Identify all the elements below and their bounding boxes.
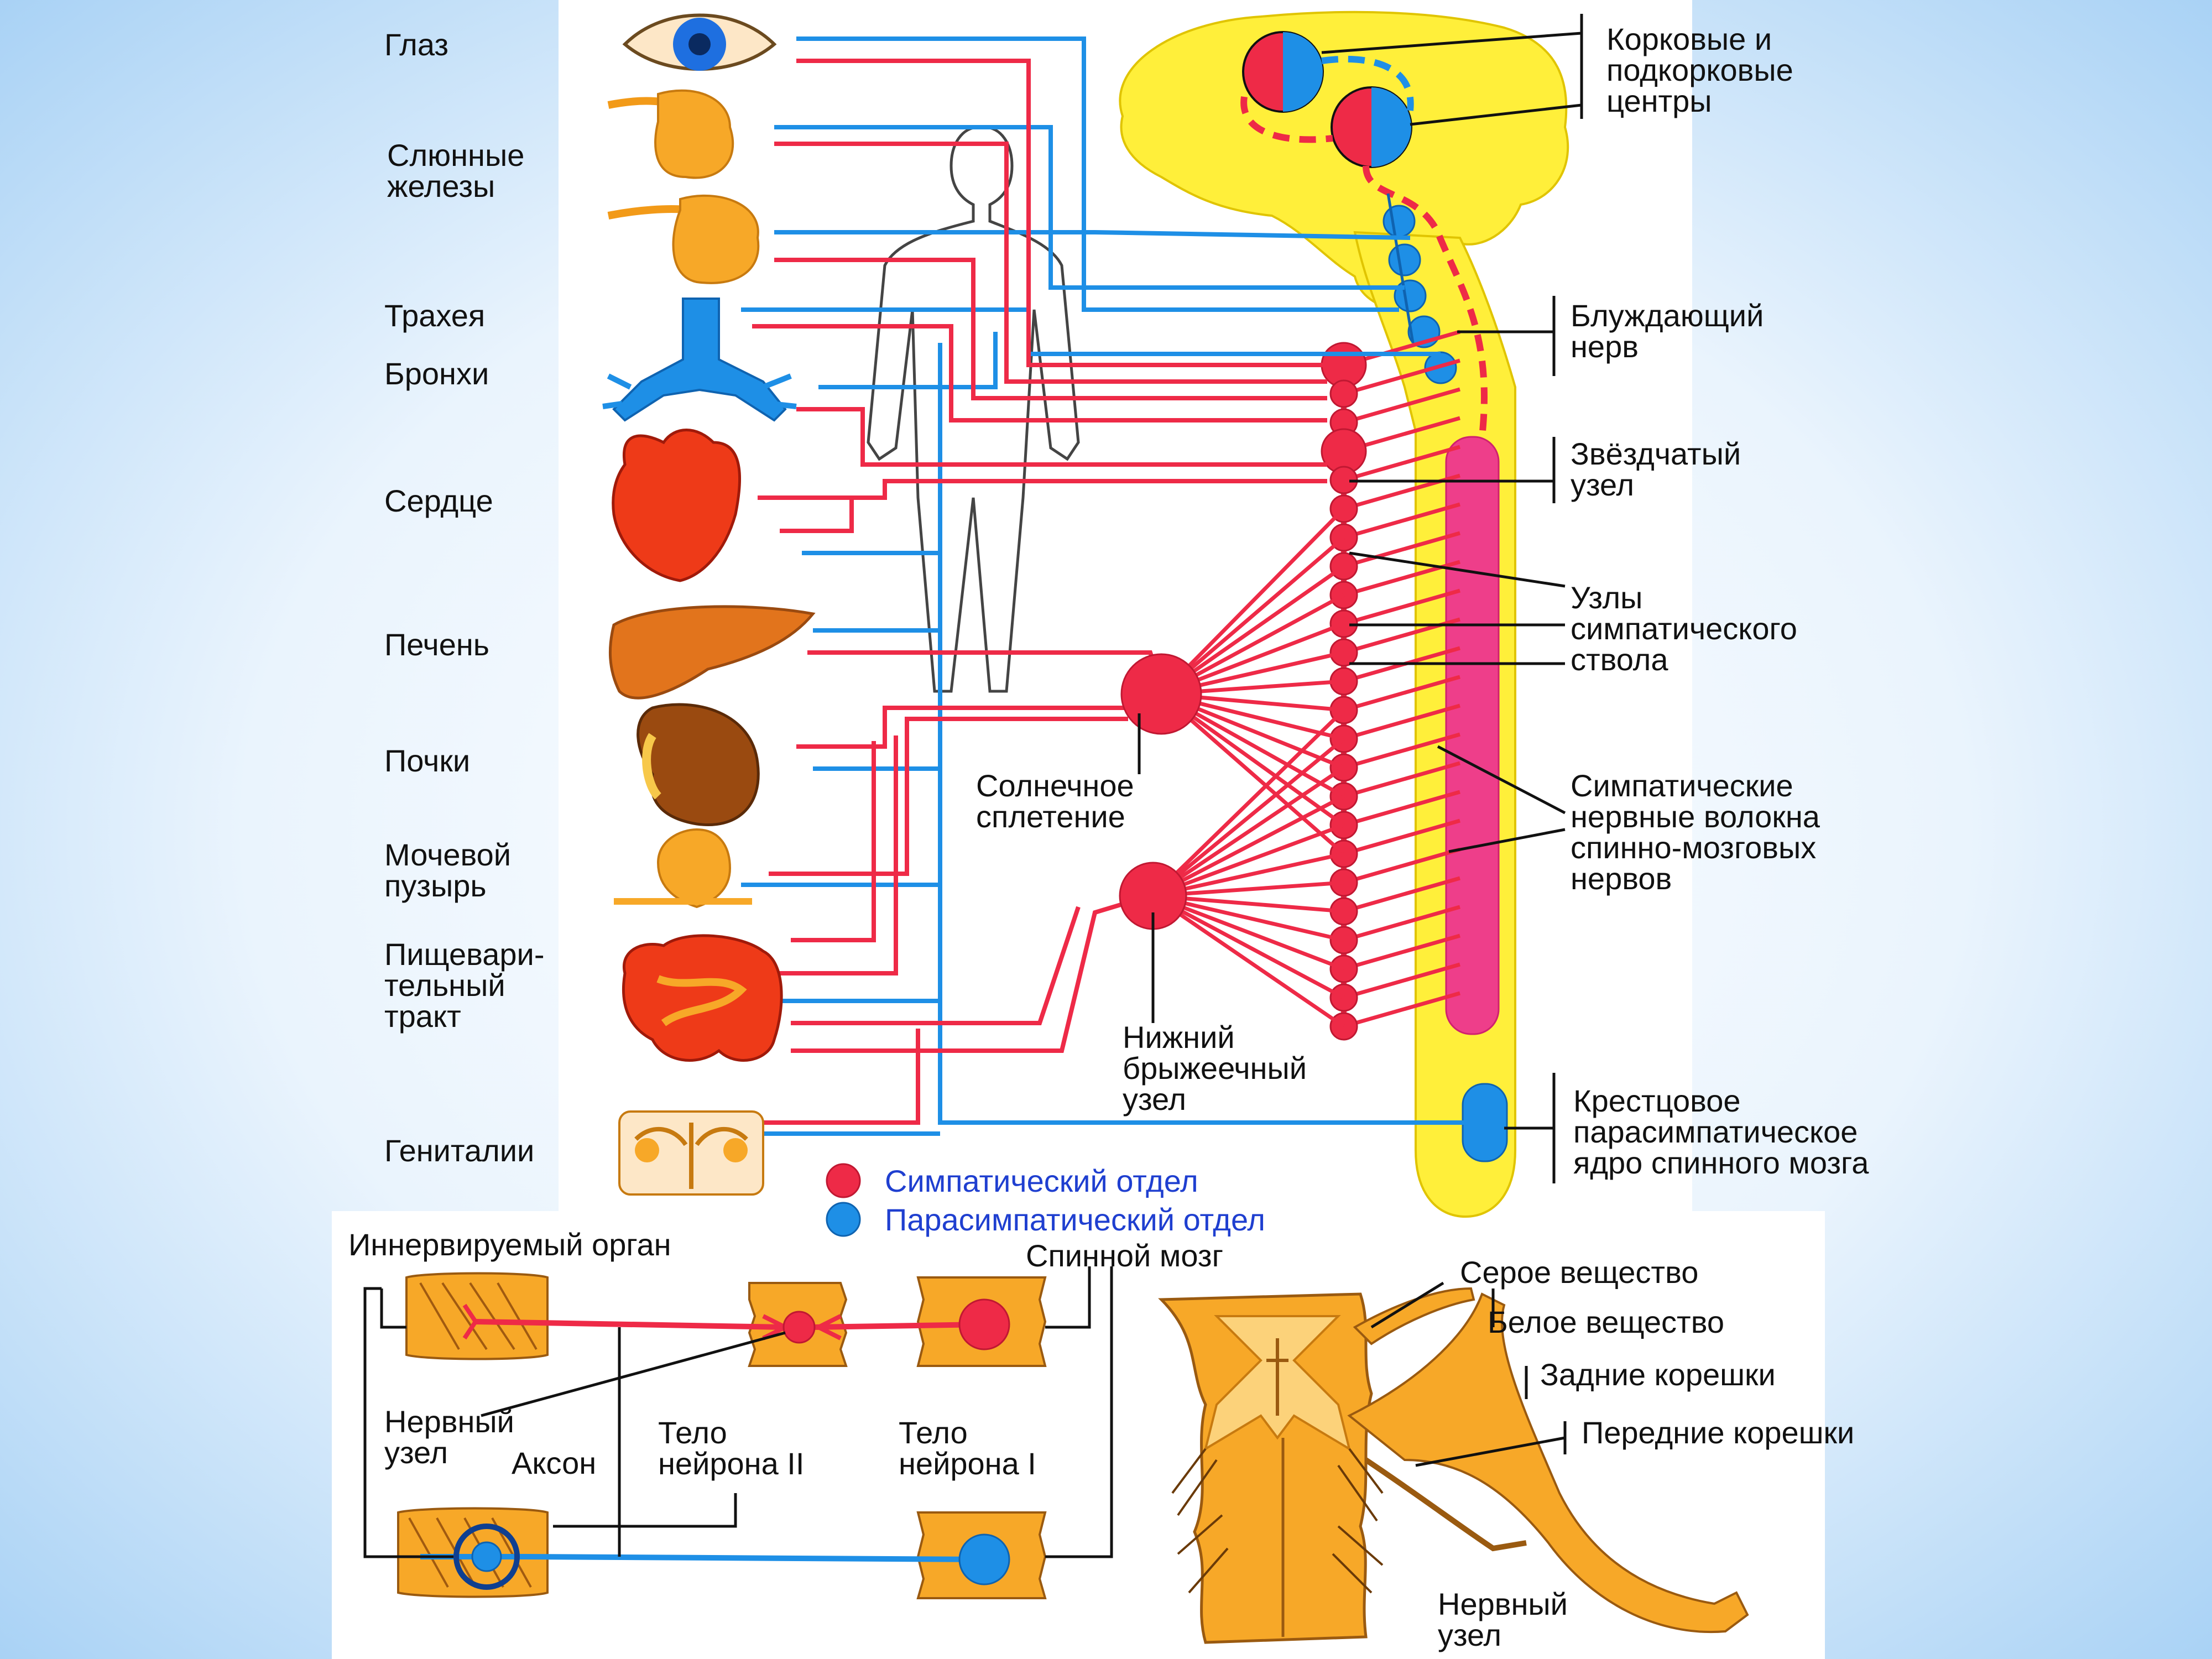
ganglion-fiber xyxy=(1152,894,1345,1000)
sympathetic-column xyxy=(1445,436,1500,1035)
trunk-fiber xyxy=(1343,847,1460,885)
trunk-fiber xyxy=(1343,905,1460,942)
trunk-fiber xyxy=(1343,703,1460,741)
ganglion-fiber xyxy=(1152,894,1345,1028)
salivary-glands-icon xyxy=(607,89,760,284)
label-genitals: Гениталии xyxy=(384,1133,534,1168)
label-kidneys: Почки xyxy=(384,743,470,778)
label-white-matter: Белое вещество xyxy=(1488,1305,1724,1339)
trachea-bronchi-icon xyxy=(602,298,797,422)
brain xyxy=(1119,11,1569,311)
parasympathetic-fibers xyxy=(741,36,1471,1136)
reflex-arc-schematic: Иннервируемый орган Спинной мозг Нервный… xyxy=(348,1227,1223,1599)
bottom-panel xyxy=(332,1211,1825,1659)
nerve-node-ring xyxy=(453,1524,520,1590)
legend-parasympathetic: Парасимпатический отдел xyxy=(885,1202,1265,1237)
trunk-fiber xyxy=(1343,790,1460,827)
label-grey-matter: Серое вещество xyxy=(1460,1255,1698,1290)
neuron-ii-body-parasympathetic xyxy=(471,1541,502,1572)
label-eye: Глаз xyxy=(384,27,448,62)
label-axon: Аксон xyxy=(512,1446,596,1480)
trunk-fiber xyxy=(1343,502,1460,540)
neuron-i-body-sympathetic xyxy=(958,1298,1010,1350)
parasympathetic-axon-path xyxy=(420,1554,985,1562)
trunk-fiber xyxy=(1343,531,1460,568)
sympathetic-ganglion xyxy=(1329,379,1358,408)
trunk-fiber xyxy=(1343,962,1460,1000)
ganglion-connections xyxy=(1151,507,1345,1028)
spinal-cord-cross-section: Серое вещество Белое вещество Задние кор… xyxy=(1158,1255,1854,1652)
label-heart: Сердце xyxy=(384,483,493,518)
ganglion-fiber xyxy=(1151,708,1345,898)
trunk-fiber xyxy=(1343,818,1460,856)
sympathetic-axon-path xyxy=(475,1319,985,1330)
label-bronchi: Бронхи xyxy=(384,356,489,391)
trunk-fiber xyxy=(1343,445,1460,482)
trunk-fiber xyxy=(1343,991,1460,1029)
label-liver: Печень xyxy=(384,627,489,662)
label-dorsal-roots: Задние корешки xyxy=(1540,1357,1776,1392)
trunk-fiber xyxy=(1343,732,1460,770)
label-trachea: Трахея xyxy=(384,298,485,333)
trunk-fiber xyxy=(1343,876,1460,914)
label-spinal-cord: Спинной мозг xyxy=(1026,1238,1223,1273)
dorsal-root xyxy=(1353,1287,1475,1345)
trunk-fiber xyxy=(1343,588,1460,626)
brain-and-spinal-cord xyxy=(1119,11,1569,1218)
ganglion-fiber xyxy=(1151,737,1345,898)
neuron-ii-body-sympathetic xyxy=(782,1311,816,1344)
sympathetic-fibers xyxy=(752,59,1327,1125)
trunk-fiber xyxy=(1343,358,1460,396)
liver-icon xyxy=(608,605,816,700)
trunk-fiber xyxy=(1343,387,1460,425)
eye-icon xyxy=(622,13,777,71)
legend-sympathetic: Симпатический отдел xyxy=(885,1164,1198,1198)
ganglion-fiber xyxy=(1160,507,1345,696)
cord-section-body xyxy=(1158,1292,1373,1644)
organ-icons xyxy=(602,13,816,1196)
trunk-fiber xyxy=(1343,675,1460,712)
genitals-icon xyxy=(618,1110,764,1196)
ganglion-fiber xyxy=(1152,894,1345,971)
trunk-fiber xyxy=(1343,933,1460,971)
legend-parasympathetic-dot xyxy=(826,1202,861,1237)
label-ventral-roots: Передние корешки xyxy=(1582,1415,1854,1450)
label-innervated-organ: Иннервируемый орган xyxy=(348,1227,671,1262)
spinal-nerve xyxy=(1347,1292,1749,1633)
ganglion-fiber xyxy=(1152,766,1345,898)
ganglion-fiber xyxy=(1152,794,1345,898)
legend-sympathetic-dot xyxy=(826,1163,861,1198)
neuron-i-body-parasympathetic xyxy=(958,1533,1010,1585)
legend: Симпатический отдел Парасимпатический от… xyxy=(826,1163,1265,1237)
body-silhouette xyxy=(867,126,1080,693)
innervated-organ-upper xyxy=(405,1272,549,1360)
trunk-fiber xyxy=(1343,761,1460,799)
kidneys-icon xyxy=(637,703,760,826)
bladder-icon xyxy=(614,828,752,909)
heart-icon xyxy=(612,429,742,582)
solar-plexus xyxy=(1120,653,1202,735)
digestive-tract-icon xyxy=(622,934,783,1062)
